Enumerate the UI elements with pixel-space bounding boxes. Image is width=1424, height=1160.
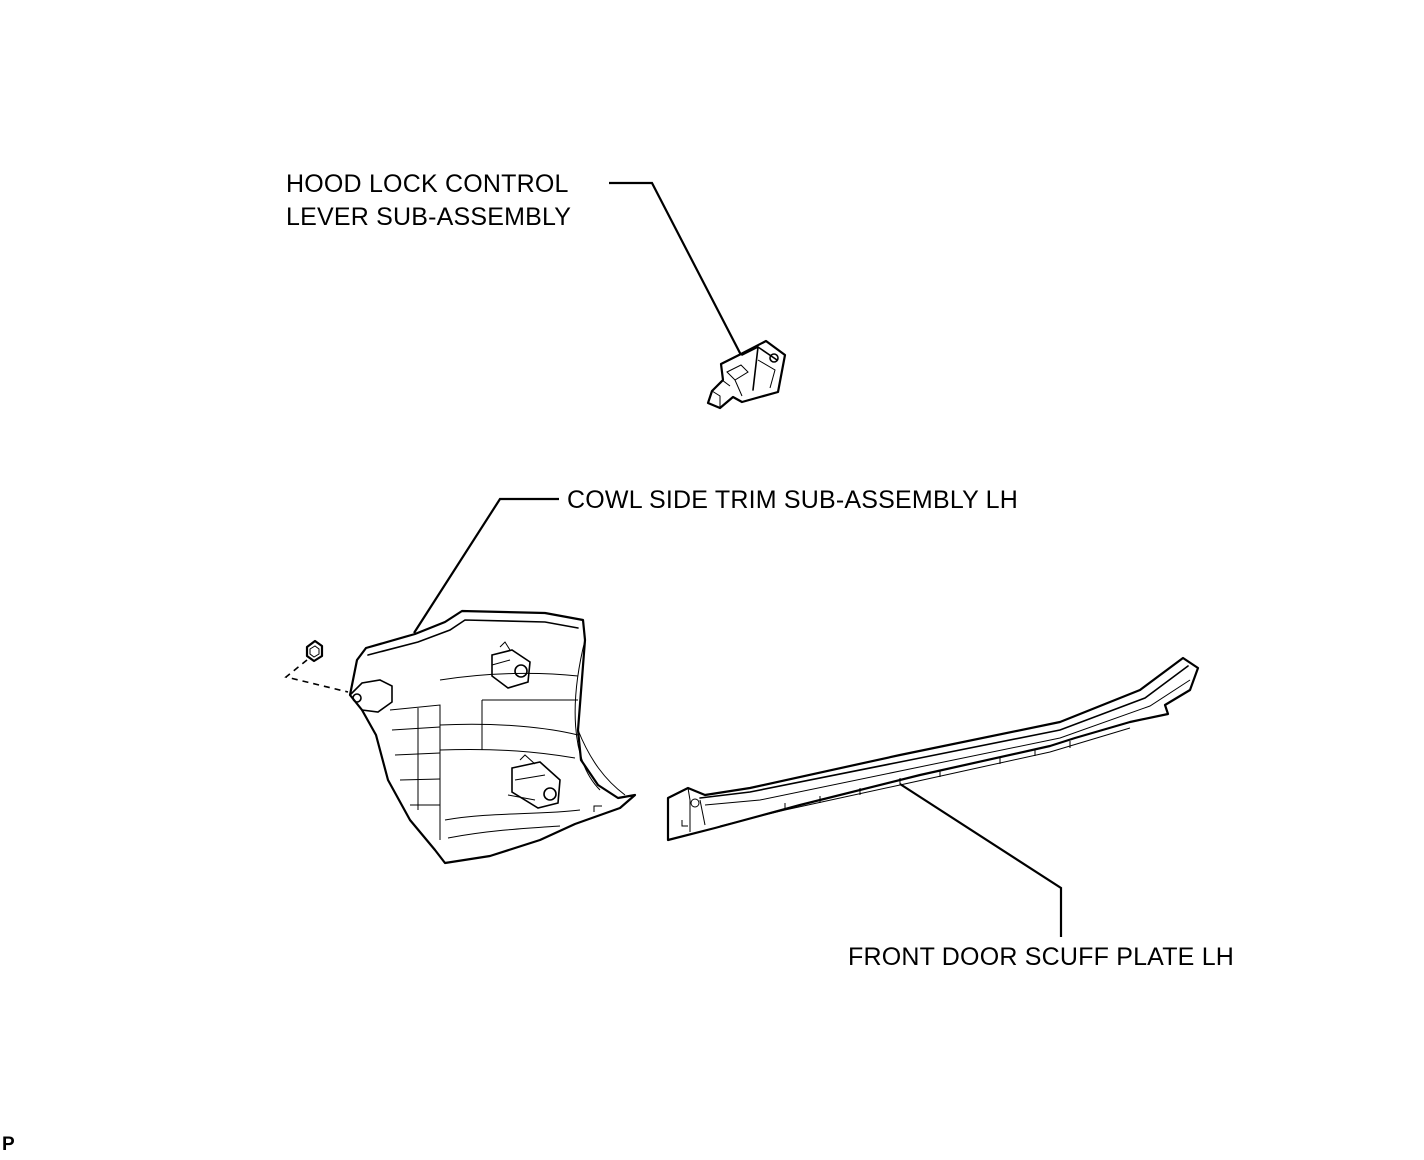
label-hood-lock-line1: HOOD LOCK CONTROL — [286, 170, 569, 198]
hood-lock-control-lever — [706, 339, 787, 410]
label-hood-lock-line2: LEVER SUB-ASSEMBLY — [286, 203, 572, 231]
label-front-door-scuff-plate: FRONT DOOR SCUFF PLATE LH — [848, 943, 1235, 971]
leader-scuff-plate — [899, 783, 1063, 937]
diagram-code: P — [2, 1134, 15, 1155]
clip-nut — [305, 639, 324, 663]
leader-cowl-side-trim — [413, 497, 559, 634]
front-door-scuff-plate — [666, 656, 1200, 842]
leader-hood-lock — [609, 181, 742, 356]
label-hood-lock-control-lever: HOOD LOCK CONTROL LEVER SUB-ASSEMBLY — [286, 168, 571, 234]
installation-dashed-line — [284, 659, 349, 693]
label-cowl-side-trim: COWL SIDE TRIM SUB-ASSEMBLY LH — [567, 486, 1019, 514]
cowl-side-trim — [348, 609, 637, 865]
